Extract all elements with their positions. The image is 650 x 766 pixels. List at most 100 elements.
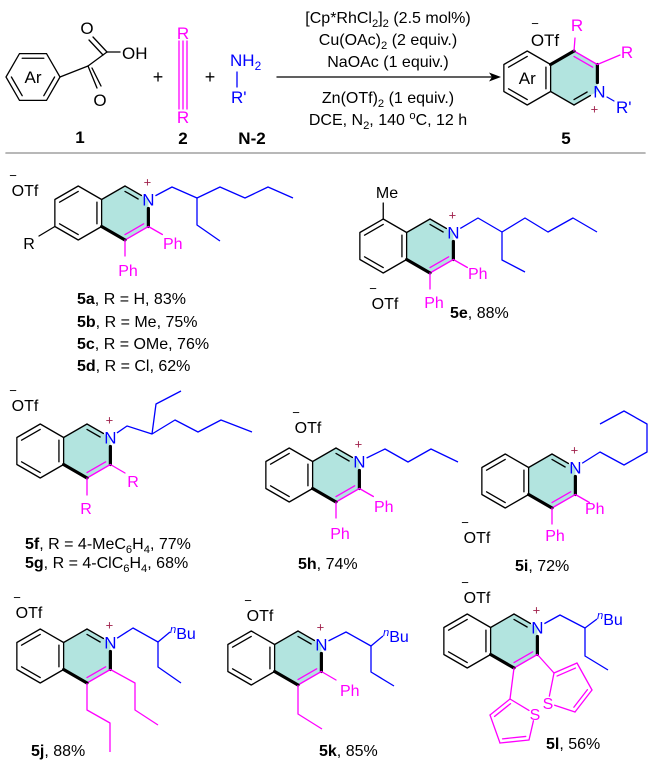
condition-line-part: o [409,110,415,122]
anion-charge: − [9,383,17,398]
n-alkyl-chain [366,448,459,463]
c3-c4-double-bond [124,225,150,241]
compound-label-part: H [132,536,144,553]
c3-substituent: R [127,474,139,491]
benzo-ring [359,218,408,274]
triflate-counterion: OTf [16,605,43,622]
reaction-arrowhead [489,72,501,82]
c4-c4a-bold-bond [405,257,432,275]
aryl-double-bond [43,76,56,97]
c4-c4a-bold-bond [311,486,338,504]
n-butyl-label-part: Bu [176,626,196,643]
nitrogen-atom: N [353,453,365,472]
anion-charge: − [9,168,17,183]
condition-line: [Cp*RhCl2]2 (2.5 mol%) [305,10,470,30]
benzo-ring [265,447,314,503]
amine-group-part: 2 [255,59,262,73]
ethyl-branch [196,198,221,242]
thiophene-bond [576,662,593,691]
condition-line: Cu(OAc)2 (2 equiv.) [319,32,457,52]
n-alkyl-chain [544,614,586,629]
condition-line: DCE, N2, 140 oC, 12 h [309,110,467,132]
benzo-double-bond [447,618,468,631]
compound-label-part: , R = Cl, 62% [96,358,191,375]
ethyl-branch [157,642,182,684]
compound-label-part: , R = H, 83% [95,291,186,308]
alkyne-substituent-top: R [177,24,189,43]
c4-substituent: R [80,501,92,518]
compound-label-part: 5j [31,743,44,760]
ketone-double-bond [87,65,98,89]
c1-n-double-bond [429,218,448,230]
c1-n-double-bond-inner [86,428,101,438]
c1-n-double-bond-inner [297,635,312,645]
pyridinium-ring-fill [312,448,360,502]
cation-charge: + [355,437,363,452]
c1-n-double-bond [513,613,532,625]
condition-line-part: 2 [381,40,387,52]
benzo-double-bond [485,491,506,504]
compound-label-part: , R = OMe, 76% [95,336,209,353]
c3-c4-double-bond-inner [429,256,450,269]
plus-sign: + [205,67,216,87]
c3-c4-double-bond-inner [551,491,572,504]
compound-label-part: 5f [25,536,40,553]
compound-label-part: 5c [77,336,95,353]
butyl-branch-bond [584,618,598,629]
c3-substituent-bond [574,493,591,504]
triflate-counterion: OTf [464,590,491,607]
n-alkyl-chain [328,631,372,647]
acid-oxygen: O [80,19,93,38]
n-substituent-bond [606,96,615,102]
c4-c4a-bold-bond [100,224,127,242]
condition-line-part: (2 equiv.) [387,32,457,49]
compound-label-part: , 88% [468,305,509,322]
condition-line-part: [Cp*RhCl [305,10,372,27]
amine-group-part: NH [230,51,255,70]
compound-label: 5l, 56% [546,736,600,753]
carbonyl-carbonyl-bond [87,51,108,67]
compound-label-part: H [129,555,141,572]
benzo-double-bond [58,223,79,236]
thiophene-bond [489,714,501,744]
compound-label: 5j, 88% [31,743,85,760]
compound-label: 5d, R = Cl, 62% [77,358,190,375]
triflate-counterion: OTf [295,420,322,437]
benzo-ring [481,453,530,509]
c6-substituent: R [23,236,35,253]
thiophene-bond [509,698,530,712]
benzo-double-bond [447,651,468,664]
compound-label-part: , 88% [44,743,85,760]
c1-n-double-bond [124,185,143,197]
pyridinium-ring-fill [274,631,322,685]
cation-charge: + [106,413,114,428]
compound-label-part: 5a [77,291,95,308]
c8a-c1-bond [549,90,575,106]
c3-substituent-bond [320,670,337,681]
c3-substituent-bond [358,487,375,498]
cation-charge: + [571,443,579,458]
ethyl-branch [151,390,182,435]
compound-label-part: 4 [144,544,150,556]
n-butyl-label-part: n [170,624,176,636]
compound-number-2: 2 [178,129,187,148]
c1-n-double-bond [573,94,592,106]
c8-methyl: Me [376,185,398,202]
compound-label-part: , 68% [147,555,188,572]
cation-charge: + [591,102,599,117]
n-alkyl-chain [116,419,253,435]
thiophene-sulfur: S [530,707,541,724]
thiophene-bond [528,720,535,741]
c3-substituent-bond [452,258,469,269]
c3-c4-double-bond [573,50,599,66]
benzo-double-bond [20,428,41,441]
aryl-double-bond [10,76,23,97]
c4-substituent: R [571,16,583,35]
thiophene-bond [489,698,511,716]
nitrogen-atom: N [315,636,327,655]
benzo-ring [16,423,65,479]
c4-c4a-bold-bond [273,669,300,687]
compound-label-part: 5d [77,358,96,375]
compound-label: 5c, R = OMe, 76% [77,336,209,353]
c3-c4-double-bond-inner [335,485,356,498]
